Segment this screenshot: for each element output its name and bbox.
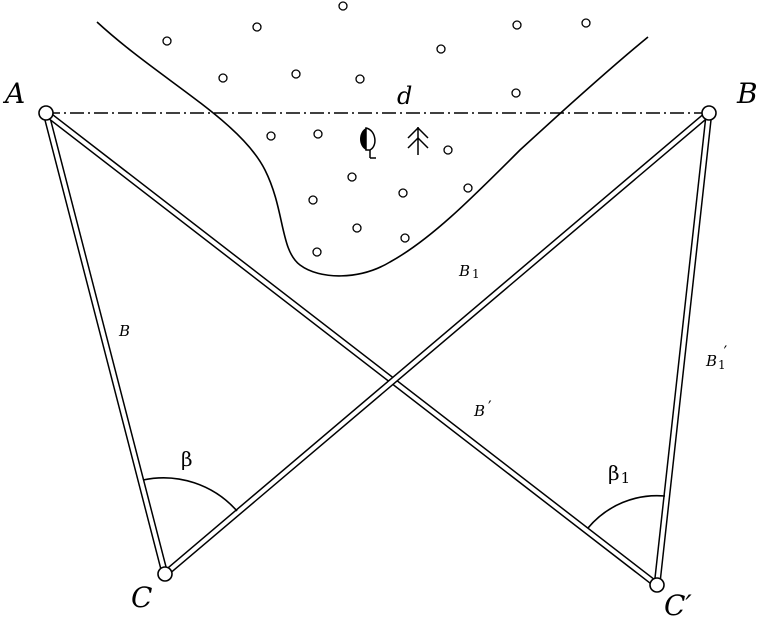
conifer-tree-icon (407, 126, 429, 155)
tree-dot (291, 69, 301, 79)
angle-arc-beta (142, 477, 238, 512)
point-B (701, 105, 717, 121)
segment-AC-prime (43, 110, 660, 588)
obstacle-boundary-left (96, 21, 649, 277)
point-C-prime (649, 577, 665, 593)
label-segment-AC: B (118, 322, 130, 340)
tree-dot (581, 18, 591, 28)
label-point-A: A (2, 77, 25, 110)
tree-dot (266, 131, 276, 141)
tree-dot (352, 223, 362, 233)
tree-dot (313, 129, 323, 139)
tree-dot (463, 183, 473, 193)
tree-dot (308, 195, 318, 205)
forest-texture (162, 1, 591, 257)
deciduous-tree-icon (360, 127, 376, 159)
tree-dot (312, 247, 322, 257)
tree-dot (512, 20, 522, 30)
tree-dot (338, 1, 348, 11)
segment-BC-prime (653, 112, 713, 586)
tree-dot (511, 88, 521, 98)
tree-dot (443, 145, 453, 155)
tree-dot (218, 73, 228, 83)
tree-dot (398, 188, 408, 198)
label-point-C: C (131, 581, 152, 614)
angle-arc-beta1 (587, 494, 666, 529)
label-point-B: B (736, 77, 758, 110)
label-angle-beta: β (181, 447, 193, 471)
segment-AC (42, 112, 169, 575)
tree-dot (355, 74, 365, 84)
point-C (157, 566, 173, 582)
label-segment-AC-prime: B′ (473, 397, 492, 420)
tree-dot (436, 44, 446, 54)
tree-dot (400, 233, 410, 243)
label-segment-BC-prime: B1′ (705, 342, 728, 372)
tree-dot (252, 22, 262, 32)
label-distance-d: d (397, 82, 412, 110)
tree-dot (347, 172, 357, 182)
segment-BC (162, 110, 712, 577)
tree-dot (162, 36, 172, 46)
label-point-C-prime: C′ (664, 589, 692, 622)
label-angle-beta1: β1 (608, 461, 630, 487)
point-A (38, 105, 54, 121)
